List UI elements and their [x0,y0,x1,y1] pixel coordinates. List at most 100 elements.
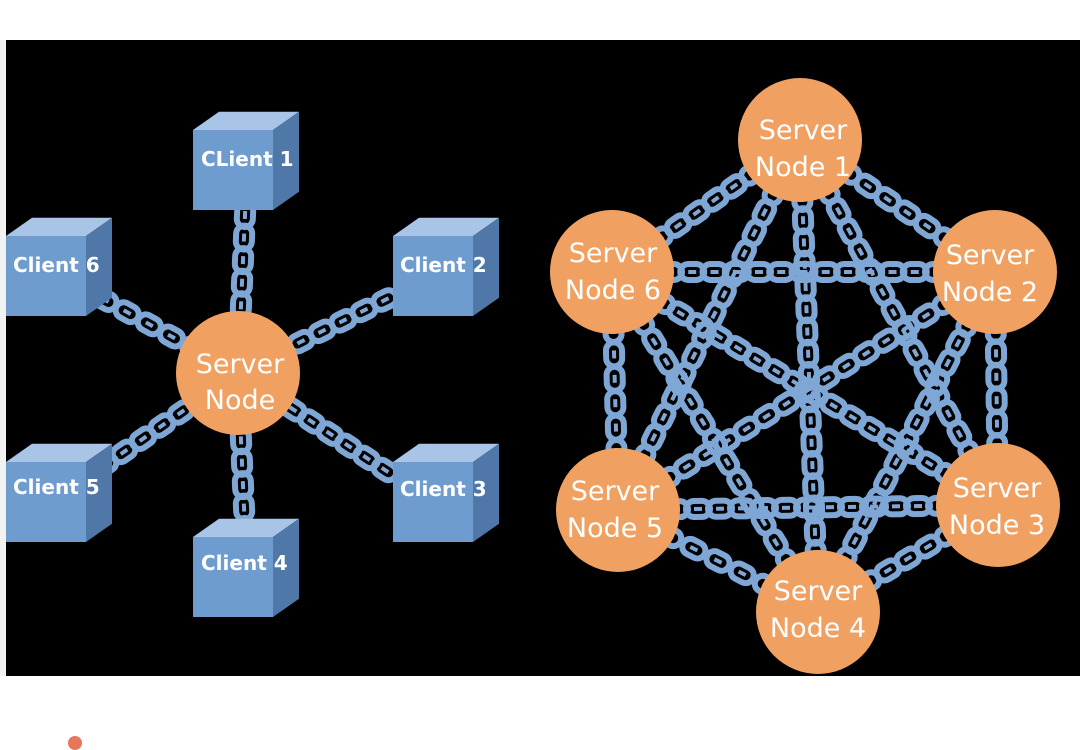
mesh-node-circle [933,210,1057,334]
chain-link-bar [701,419,705,426]
chain-link-bar [859,248,863,255]
chain-link-bar [894,458,898,465]
chain-link-bar [345,444,352,448]
chain-link-bar [946,410,950,417]
chain-link-bar [382,468,389,472]
chain-link [297,408,326,435]
chain-link-bar [865,184,872,188]
chain-link-bar [763,209,767,216]
chain-link-bar [863,351,870,355]
chain-link-group [664,498,952,518]
chain-link-bar [146,322,153,326]
chain-link-bar [888,438,895,442]
chain-link-bar [904,210,911,214]
chain-link-bar [925,399,929,406]
client-label: Client 2 [400,253,487,277]
mesh-node-label-line2: Node 2 [942,277,1038,308]
chain-link-bar [684,464,691,468]
chain-link-bar [363,456,370,460]
chain-link-bar [853,537,857,544]
central-server-node: Server Node [176,311,300,435]
chain-link [608,415,625,439]
chain-link-bar [774,539,778,546]
chain-link-bar [739,572,746,576]
client-label: CLient 1 [201,147,294,171]
chain-link-bar [297,340,304,344]
chain-link-bar [308,419,315,423]
chain-link-bar [762,519,766,526]
chain-link-bar [763,414,770,418]
chain-link-bar [925,545,932,549]
chain-link-bar [849,415,856,419]
client-cube-6: Client 6 [6,218,112,316]
chain-link-bar [339,319,346,323]
chain-link-bar [664,358,668,365]
chain-link-bar [892,309,896,316]
mesh-node-label-line1: Server [759,115,848,146]
mesh-node-label-line2: Node 3 [949,510,1045,541]
chain-link-bar [914,349,918,356]
chain-link [352,445,381,472]
chain-link-bar [693,210,700,215]
chain-link-bar [159,423,166,428]
chain-link-bar [712,197,719,202]
chain-link-bar [926,461,933,465]
chain-link-group [988,318,1006,459]
chain-link-bar [381,298,388,302]
mesh-node-label-line1: Server [953,473,1042,504]
centralized-network: CLient 1 Client 2 Client 3 Client 4 Clie… [6,112,499,617]
mesh-node-label-line2: Node 6 [565,275,661,306]
chain-link [606,342,623,366]
cube-front-face [393,462,473,542]
chain-link-bar [903,326,910,330]
chain-link-bar [868,427,875,431]
chain-link-bar [783,401,790,405]
mesh-node-label-line1: Server [571,476,660,507]
chain-link-bar [753,229,757,236]
chain-link-bar [652,434,656,441]
client-cube-5: Client 5 [6,444,112,542]
mesh-node-5: Server Node 5 [556,448,680,572]
chain-link-bar [925,370,929,377]
chain-link-bar [178,410,185,415]
chain-link-bar [848,228,852,235]
chain-link-bar [652,338,656,345]
chain-link-bar [662,413,666,420]
chain-link [607,391,624,415]
chain-link-bar [883,339,890,343]
chain-link-bar [837,208,841,215]
mesh-node-2: Server Node 2 [933,210,1057,334]
chain-link-bar [140,436,147,441]
chain-link-bar [923,313,930,317]
chain-link-bar [716,335,723,339]
mesh-node-label-line2: Node 1 [755,152,851,183]
mesh-node-circle [936,443,1060,567]
chain-link-group [658,264,949,280]
chain-link-bar [675,223,682,228]
chain-link-bar [957,430,961,437]
mesh-node-6: Server Node 6 [550,210,674,334]
chain-link-bar [864,517,868,524]
client-label: Client 4 [201,551,288,575]
chain-link-bar [318,330,325,334]
client-cube-1: CLient 1 [193,112,299,210]
client-cube-3: Client 3 [393,444,499,542]
chain-link-bar [692,352,696,359]
chain-link-bar [754,358,761,362]
chain-link-bar [743,427,750,431]
chain-link-bar [689,398,693,405]
chain-link-bar [124,310,131,314]
cube-front-face [193,537,273,617]
chain-link-bar [735,346,742,350]
server-node-label-line1: Server [196,349,285,380]
mesh-node-circle [756,550,880,674]
chain-link-bar [843,364,850,368]
mesh-node-4: Server Node 4 [756,550,880,674]
chain-link-bar [773,369,780,373]
cube-front-face [6,462,86,542]
chain-link [334,432,363,459]
mesh-node-circle [550,210,674,334]
chain-link-bar [737,479,741,486]
